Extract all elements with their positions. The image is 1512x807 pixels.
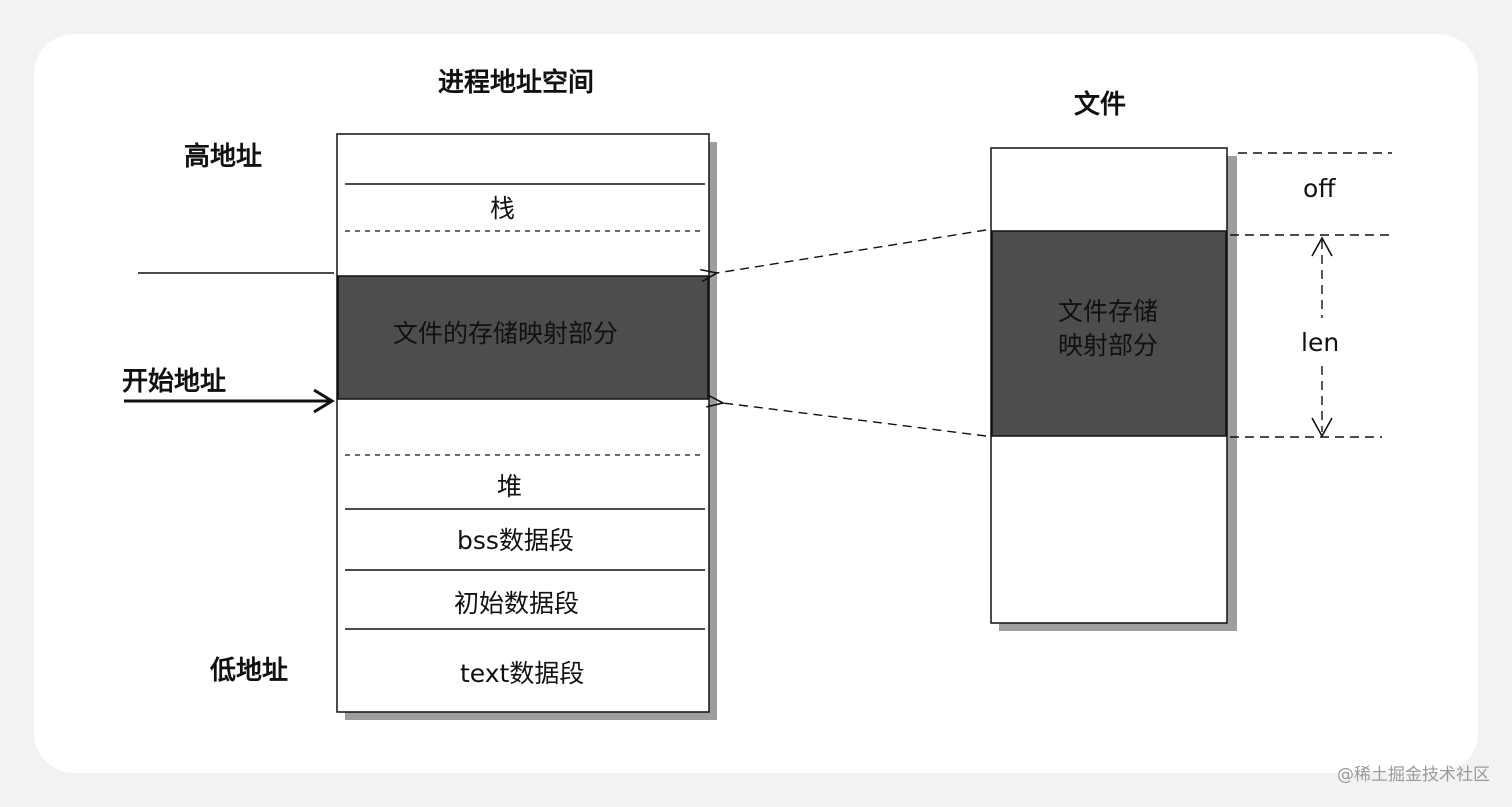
len-label: len <box>1301 328 1340 357</box>
heap-label: 堆 <box>497 472 523 501</box>
process-mapped-label: 文件的存储映射部分 <box>393 319 619 348</box>
start-address-arrowhead <box>313 388 335 414</box>
process-mapped-region <box>337 275 709 400</box>
text-segment-label: text数据段 <box>460 659 585 688</box>
start-address-label: 开始地址 <box>122 367 227 397</box>
mapping-arrow-top <box>717 229 987 273</box>
file-mapped-label-line2: 映射部分 <box>1058 331 1159 360</box>
stack-label: 栈 <box>490 194 516 223</box>
process-title: 进程地址空间 <box>438 68 595 98</box>
low-address-label: 低地址 <box>210 656 289 686</box>
len-arrowhead-down <box>1311 417 1333 438</box>
watermark: @稀土掘金技术社区 <box>1337 765 1490 785</box>
off-label: off <box>1303 174 1336 203</box>
diagram-card <box>34 34 1478 773</box>
high-address-label: 高地址 <box>184 142 263 172</box>
init-data-label: 初始数据段 <box>454 589 580 618</box>
bss-label: bss数据段 <box>457 526 574 555</box>
process-box <box>336 133 710 713</box>
file-title: 文件 <box>1074 90 1127 120</box>
file-mapped-label-line1: 文件存储 <box>1058 297 1159 326</box>
file-mapped-region <box>991 230 1227 437</box>
mapping-arrow-bottom <box>723 403 987 437</box>
len-arrowhead-up <box>1311 236 1333 257</box>
